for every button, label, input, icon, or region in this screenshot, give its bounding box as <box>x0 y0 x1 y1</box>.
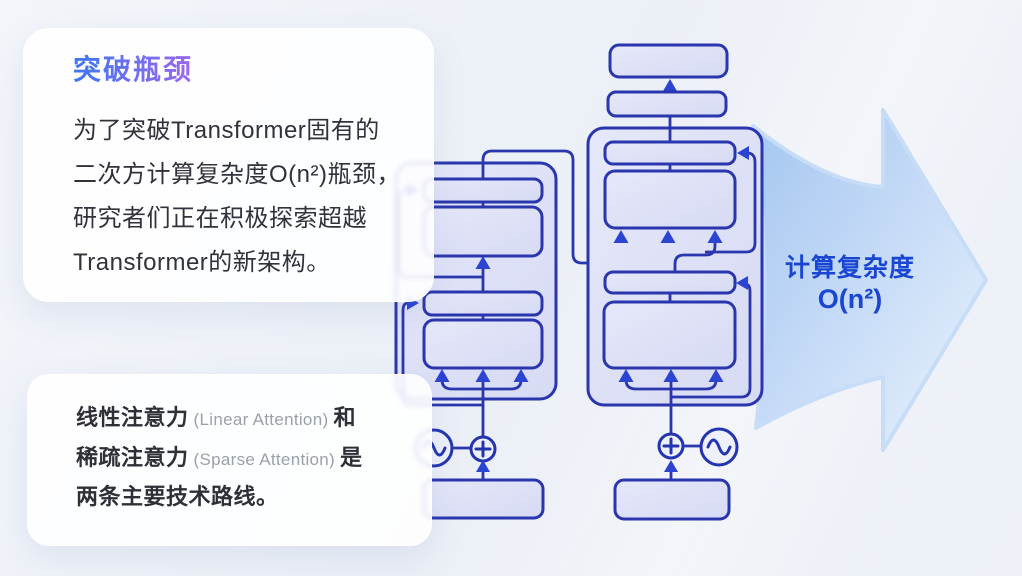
up-arrowhead <box>475 369 491 382</box>
cn-text: 稀疏注意力 <box>76 444 189 470</box>
complexity-label-line2: O(n²) <box>817 284 883 314</box>
paragraph-line: 两条主要技术路线。 <box>76 478 431 516</box>
encoder-stack <box>394 149 670 520</box>
paragraph-line: 研究者们正在积极探索超越 <box>73 205 367 232</box>
plus-glyph <box>662 437 680 455</box>
up-arrowhead <box>475 256 491 269</box>
cn-text: 和 <box>333 405 356 430</box>
paragraph-line: 线性注意力 (Linear Attention) 和 <box>76 399 431 439</box>
attention-card: 线性注意力 (Linear Attention) 和 稀疏注意力 (Sparse… <box>27 374 432 546</box>
left-arrowhead <box>736 276 748 290</box>
up-arrowhead <box>707 230 723 243</box>
decoder-add-norm-2-box <box>603 140 737 166</box>
encoder-feed-forward-box <box>422 205 544 258</box>
cn-text: 线性注意力 <box>76 405 189 430</box>
complexity-label: 计算复杂度 O(n²) <box>762 253 938 315</box>
intro-card: 突破瓶颈 为了突破Transformer固有的 二次方计算复杂度O(n²)瓶颈，… <box>23 28 434 302</box>
decoder-stack <box>586 43 764 521</box>
up-arrowhead <box>513 369 529 382</box>
output-embedding-box <box>613 478 731 521</box>
up-arrowhead <box>434 369 450 382</box>
en-text: (Linear Attention) <box>188 410 334 429</box>
paragraph-line: 为了突破Transformer固有的 <box>73 117 380 144</box>
softmax-box <box>608 43 729 79</box>
input-embedding-box <box>422 478 545 520</box>
left-arrowhead <box>737 146 749 160</box>
cn-text: 是 <box>340 444 363 470</box>
decoder-cross-attention-box <box>603 169 737 230</box>
en-text: (Sparse Attention) <box>188 449 341 469</box>
sine-glyph <box>706 438 732 456</box>
encoder-add-norm-1-box <box>422 290 544 317</box>
up-arrowhead <box>613 230 629 243</box>
cn-text: 两条主要技术路线。 <box>76 484 279 509</box>
complexity-label-line1: 计算复杂度 <box>784 254 915 282</box>
paragraph-line: Transformer的新架构。 <box>73 249 331 276</box>
up-arrowhead <box>476 460 490 472</box>
up-arrowhead <box>660 230 676 243</box>
up-arrowhead <box>663 369 679 382</box>
query-jog-line <box>673 243 717 272</box>
residual-connection-line <box>705 151 757 254</box>
up-arrowhead <box>662 79 678 92</box>
encoder-attention-box <box>422 318 544 370</box>
decoder-masked-attention-box <box>602 300 737 370</box>
encoder-add-norm-2-box <box>422 177 544 204</box>
plus-glyph <box>474 440 492 458</box>
up-arrowhead <box>708 369 724 382</box>
linear-box <box>606 90 728 118</box>
paragraph-line: 稀疏注意力 (Sparse Attention) 是 <box>76 439 431 479</box>
card-title: 突破瓶颈 <box>73 54 194 85</box>
intro-paragraph: 为了突破Transformer固有的 二次方计算复杂度O(n²)瓶颈， 研究者们… <box>73 109 413 285</box>
up-arrowhead <box>664 460 678 472</box>
decoder-add-norm-1-box <box>603 270 737 295</box>
big-right-arrow <box>751 108 988 452</box>
paragraph-line: 二次方计算复杂度O(n²)瓶颈， <box>73 161 401 188</box>
up-arrowhead <box>618 369 634 382</box>
